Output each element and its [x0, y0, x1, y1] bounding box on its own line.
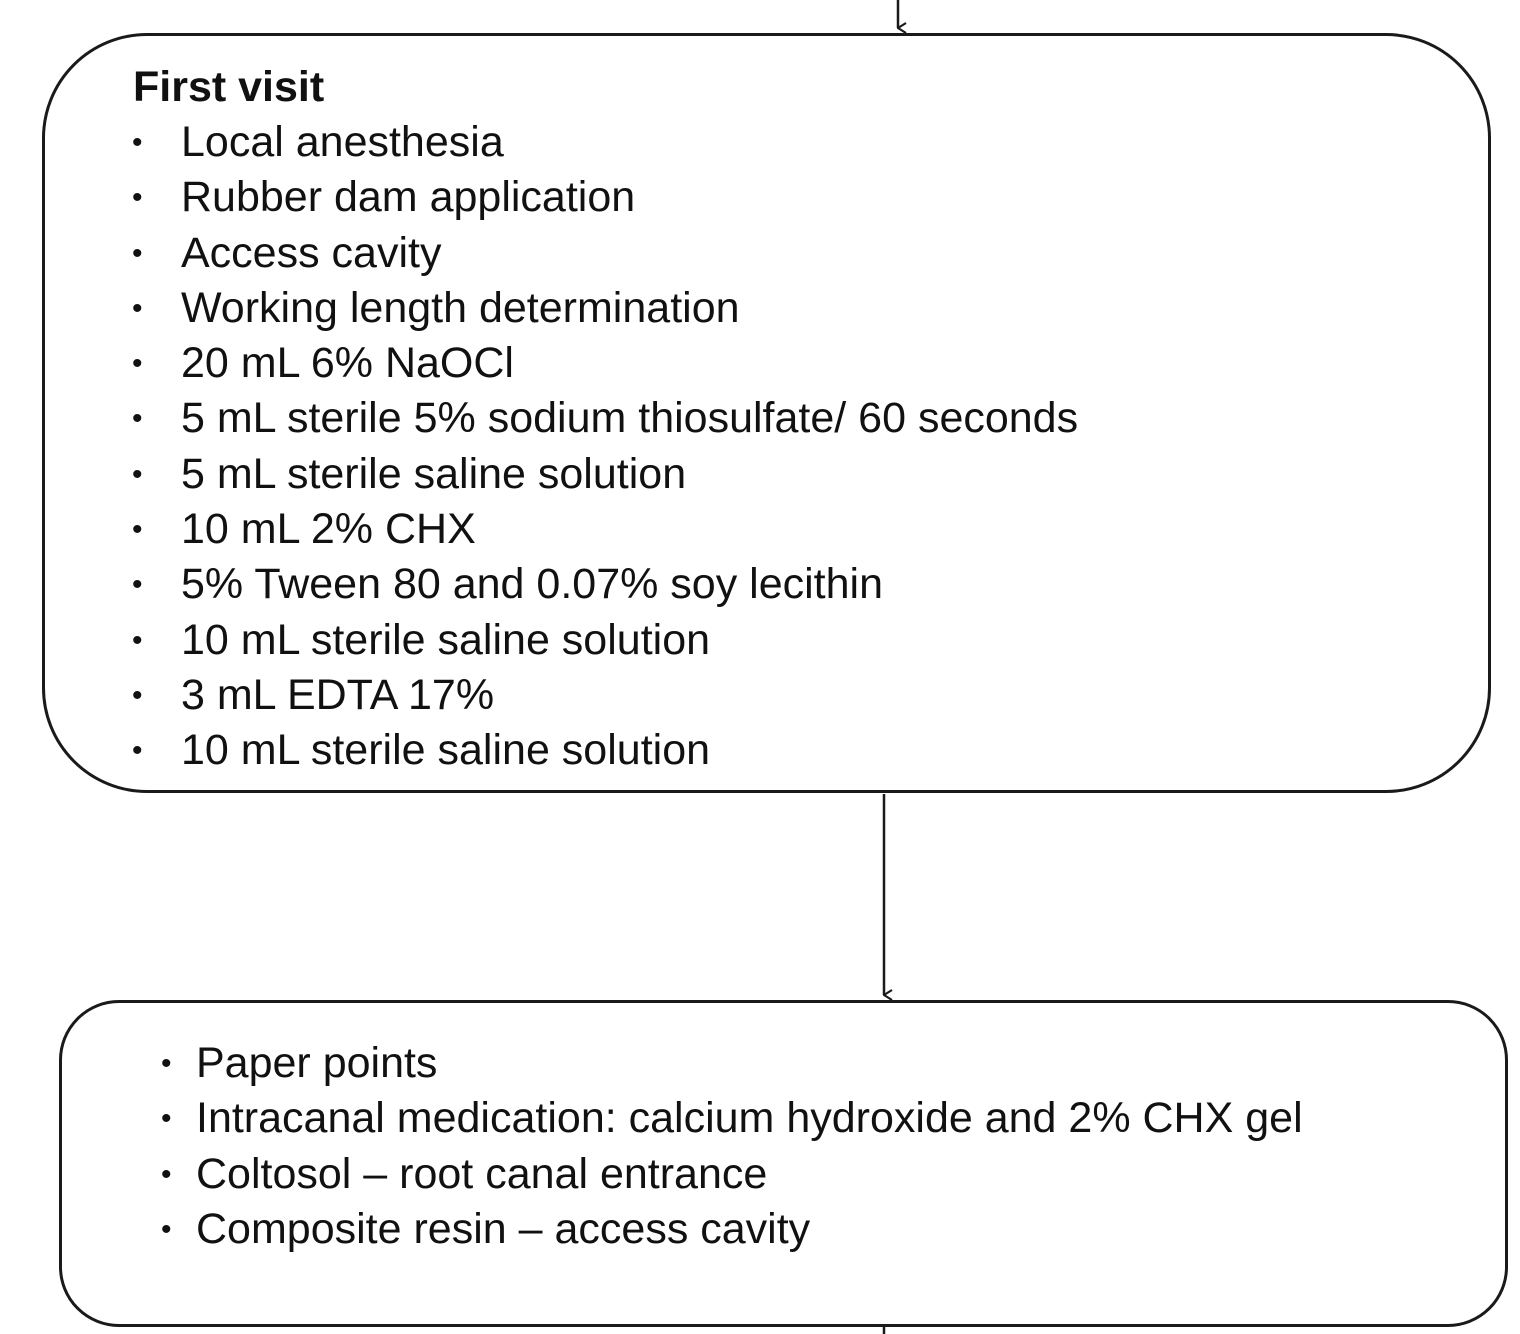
bullet-icon: • — [132, 678, 143, 712]
list-item: • Composite resin – access cavity — [161, 1202, 1303, 1257]
second-box-steps: • Paper points • Intracanal medication: cal… — [161, 1036, 1303, 1257]
list-item: • 5% Tween 80 and 0.07% soy lecithin — [132, 557, 1078, 612]
list-item: • 3 mL EDTA 17% — [132, 668, 1078, 723]
bullet-icon: • — [132, 181, 143, 215]
first-visit-title: First visit — [133, 63, 325, 111]
list-item: • Intracanal medication: calcium hydroxid… — [161, 1091, 1303, 1146]
list-item: • 20 mL 6% NaOCl — [132, 336, 1078, 391]
list-item-text: Paper points — [196, 1039, 438, 1087]
bullet-icon: • — [132, 236, 143, 270]
list-item: • Working length determination — [132, 281, 1078, 336]
list-item-text: 5 mL sterile 5% sodium thiosulfate/ 60 s… — [181, 394, 1079, 443]
list-item-text: 5 mL sterile saline solution — [181, 449, 687, 498]
bullet-icon: • — [161, 1157, 172, 1191]
bullet-icon: • — [132, 347, 143, 381]
bullet-icon: • — [132, 513, 143, 547]
intracanal-medication-box: • Paper points • Intracanal medication: cal… — [59, 1000, 1508, 1327]
list-item-text: Intracanal medication: calcium hydroxide… — [196, 1094, 1303, 1143]
list-item-text: Local anesthesia — [181, 118, 504, 166]
list-item-text: 20 mL 6% NaOCl — [181, 339, 514, 388]
list-item-text: Rubber dam application — [181, 173, 636, 222]
list-item: • Local anesthesia — [132, 115, 1078, 170]
list-item: • 5 mL sterile 5% sodium thiosulfate/ 60 … — [132, 391, 1078, 446]
bullet-icon: • — [132, 623, 143, 657]
list-item-text: 3 mL EDTA 17% — [181, 670, 495, 719]
bullet-icon: • — [161, 1102, 172, 1136]
list-item-text: Access cavity — [181, 228, 442, 277]
list-item-text: 10 mL 2% CHX — [181, 505, 476, 554]
bullet-icon: • — [132, 734, 143, 768]
list-item-text: Composite resin – access cavity — [196, 1204, 811, 1253]
list-item: • 10 mL sterile saline solution — [132, 613, 1078, 668]
bullet-icon: • — [161, 1212, 172, 1246]
bullet-icon: • — [132, 457, 143, 491]
list-item-text: 5% Tween 80 and 0.07% soy lecithin — [181, 560, 884, 609]
list-item: • Rubber dam application — [132, 170, 1078, 225]
list-item: • 10 mL 2% CHX — [132, 502, 1078, 557]
bullet-icon: • — [132, 126, 143, 159]
bullet-icon: • — [132, 291, 143, 325]
list-item-text: 10 mL sterile saline solution — [181, 726, 711, 775]
bullet-icon: • — [161, 1047, 172, 1080]
list-item: • Coltosol – root canal entrance — [161, 1147, 1303, 1202]
first-visit-box: First visit • Local anesthesia • Rubber dam… — [42, 33, 1491, 793]
list-item: • 10 mL sterile saline solution — [132, 723, 1078, 778]
first-visit-steps: • Local anesthesia • Rubber dam application… — [132, 115, 1078, 779]
list-item-text: 10 mL sterile saline solution — [181, 615, 711, 664]
list-item: • Paper points — [161, 1036, 1303, 1091]
list-item-text: Coltosol – root canal entrance — [196, 1149, 768, 1198]
bullet-icon: • — [132, 568, 143, 602]
list-item: • 5 mL sterile saline solution — [132, 447, 1078, 502]
bullet-icon: • — [132, 402, 143, 436]
list-item: • Access cavity — [132, 226, 1078, 281]
list-item-text: Working length determination — [181, 283, 740, 332]
